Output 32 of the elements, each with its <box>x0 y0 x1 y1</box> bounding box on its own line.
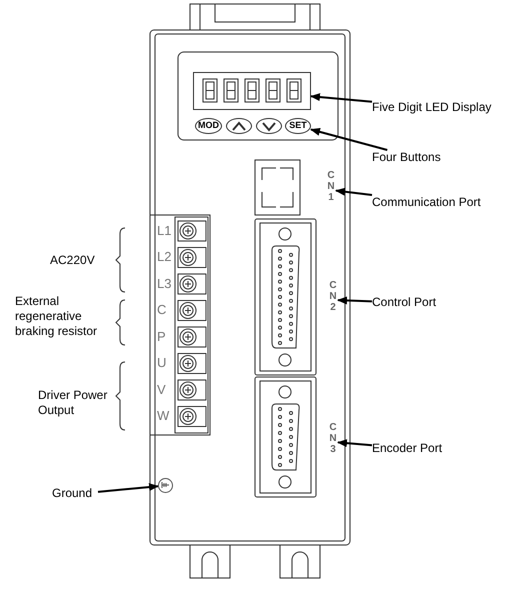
port-label: CN3 <box>328 422 338 462</box>
terminal-label: W <box>157 408 170 423</box>
arrow <box>310 128 388 151</box>
callout-label: Five Digit LED Display <box>372 100 512 116</box>
arrow <box>337 296 372 304</box>
group-label: AC220V <box>50 253 96 268</box>
led-display <box>193 72 311 110</box>
callout-label: Ground <box>52 486 98 502</box>
set-button: SET <box>285 118 311 134</box>
group-label: Driver Power Output <box>38 388 108 418</box>
port-label: CN1 <box>326 170 336 210</box>
terminal-label: V <box>157 382 166 397</box>
arrow <box>310 93 372 103</box>
up-button <box>226 118 252 134</box>
terminal-label: L3 <box>157 276 172 291</box>
terminal-label: P <box>157 329 166 344</box>
callout-label: Encoder Port <box>372 441 462 457</box>
terminal-label: L2 <box>157 249 172 264</box>
down-button <box>256 118 282 134</box>
callout-label: Communication Port <box>372 195 502 211</box>
callout-label: Four Buttons <box>372 150 462 166</box>
arrow <box>98 483 159 493</box>
terminal-label: C <box>157 302 166 317</box>
ground-screw <box>158 478 173 493</box>
terminal-label: L1 <box>157 223 172 238</box>
arrow <box>335 188 372 196</box>
port-label: CN2 <box>328 280 338 320</box>
arrow <box>337 439 372 448</box>
callout-label: Control Port <box>372 295 462 311</box>
group-label: External regenerative braking resistor <box>15 294 98 339</box>
mode-button: MOD <box>195 118 222 134</box>
terminal-label: U <box>157 355 166 370</box>
